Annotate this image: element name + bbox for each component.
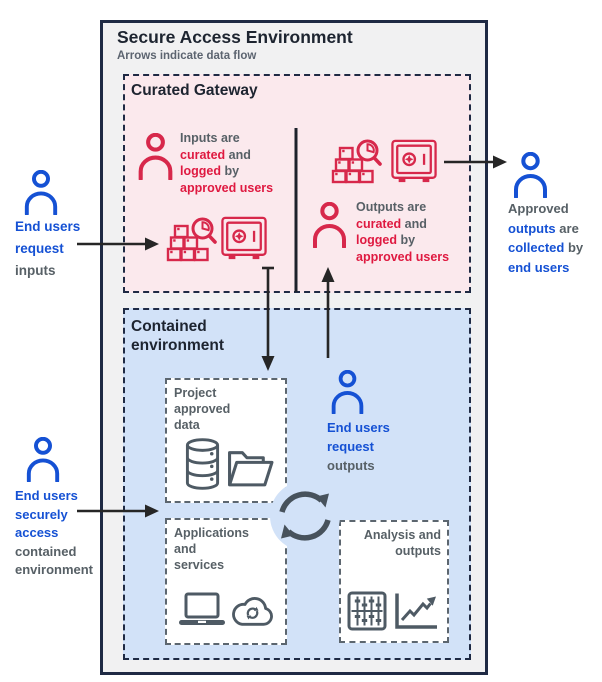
database-icon [184, 437, 221, 491]
outputs-curated-note: Outputs are curated and logged by approv… [356, 200, 450, 264]
person-icon [512, 152, 549, 198]
page-subtitle: Arrows indicate data flow [117, 50, 257, 62]
collect-outputs-label: Approved outputs are collected by end us… [508, 201, 584, 275]
analysis-outputs-label: Analysis and outputs [363, 528, 441, 558]
inputs-curated-note: Inputs are curated and logged by approve… [180, 131, 274, 195]
request-outputs-label: End users request outputs [327, 420, 390, 473]
person-icon [23, 170, 59, 215]
folder-icon [227, 448, 274, 489]
cloud-sync-icon [228, 594, 278, 630]
safe-icon [221, 216, 267, 261]
laptop-icon [179, 592, 225, 628]
page-title: Secure Access Environment [117, 27, 353, 47]
contained-environment-title: Contained environment [131, 318, 225, 354]
curation-boxes-magnifier-icon [331, 136, 383, 184]
project-approved-data-label: Project approved data [174, 386, 231, 432]
person-icon [25, 437, 61, 482]
person-icon [137, 133, 174, 180]
cycle-arrows-icon [269, 480, 341, 552]
person-icon [330, 370, 365, 414]
abacus-icon [347, 591, 387, 631]
curation-boxes-magnifier-icon [166, 214, 218, 262]
person-icon [311, 202, 348, 248]
secure-access-label: End users securely access contained envi… [15, 488, 94, 577]
growth-chart-icon [393, 591, 439, 631]
applications-services-label: Applications and services [174, 526, 250, 572]
request-inputs-label: End users request inputs [15, 219, 81, 278]
curated-gateway-title: Curated Gateway [131, 82, 258, 99]
safe-icon [391, 139, 437, 184]
